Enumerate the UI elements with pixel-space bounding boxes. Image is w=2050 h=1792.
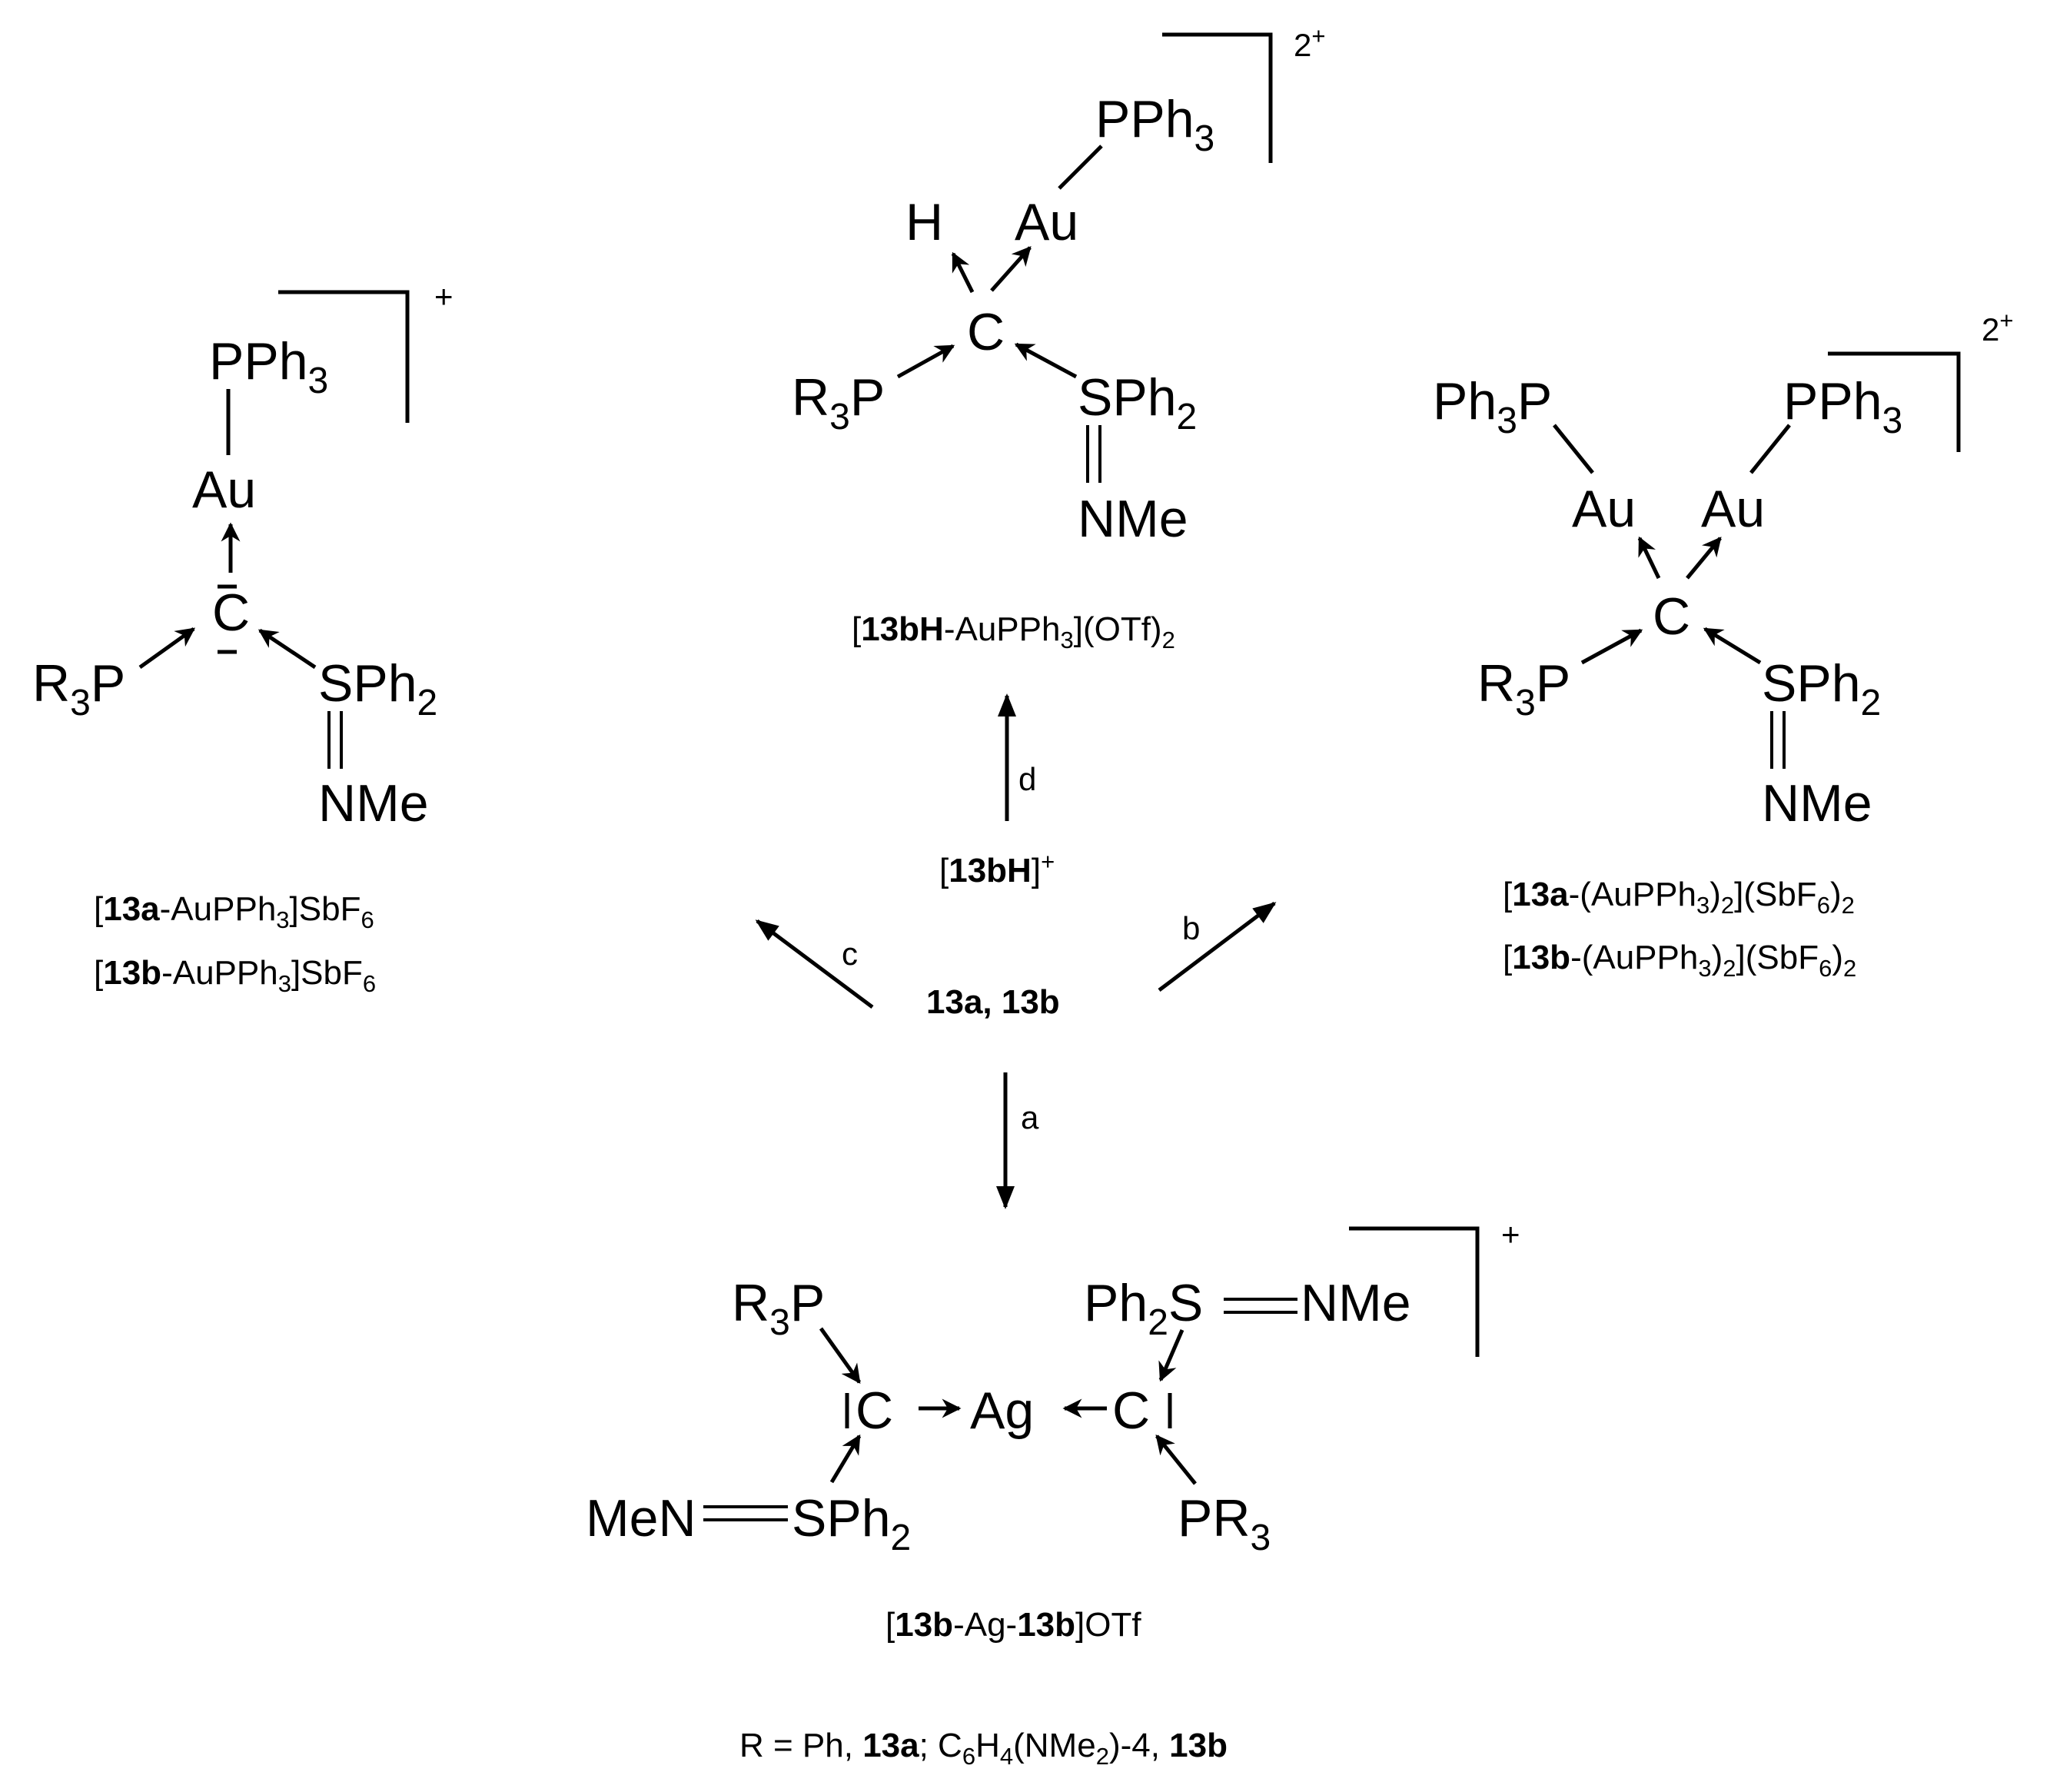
gold-atom: Au — [192, 460, 256, 519]
compound-13-bis-au-pph3: Ph3P PPh3 Au Au C R3P SPh2 NMe 2+ [13a-(… — [1433, 307, 2013, 982]
gold-atom: Au — [1015, 193, 1078, 251]
label-13b-au: [13b-AuPPh3]SbF6 — [94, 954, 376, 997]
label-13a-bis-au: [13a-(AuPPh3)2](SbF6)2 — [1503, 876, 1855, 919]
compound-13-au-pph3: PPh3 Au C R3P SPh2 NMe + [13a-AuPPh3]SbF… — [32, 278, 454, 997]
p-c-dative-arrow — [1580, 628, 1643, 665]
reaction-center: d [13bH]+ c b 13a, 13b a — [755, 693, 1277, 1209]
phosphine-group: R3P — [1477, 654, 1570, 723]
s-c-dative-arrow-left — [829, 1434, 862, 1484]
ylidic-carbon: C — [1653, 587, 1690, 646]
c-h-dative-arrow — [951, 251, 975, 294]
phosphine-group-bottom-right: PR3 — [1178, 1489, 1271, 1558]
label-13b-bis-au: [13b-(AuPPh3)2](SbF6)2 — [1503, 939, 1856, 982]
compound-13bh-au-pph3: PPh3 H Au C R3P SPh2 NMe 2+ [13bH-AuPPh3… — [792, 22, 1325, 653]
hydrogen-atom: H — [905, 193, 943, 251]
s-c-dative-arrow-right — [1158, 1329, 1184, 1382]
charge-plus: + — [434, 278, 454, 314]
p-c-dative-arrow-left — [819, 1327, 862, 1385]
silver-atom: Ag — [970, 1381, 1034, 1440]
c-au-dative-arrow-right — [1686, 537, 1722, 580]
gold-atom-right: Au — [1701, 480, 1765, 538]
p-au-bond-left — [1553, 424, 1594, 474]
sulfur-group: SPh2 — [318, 654, 437, 723]
ylidic-carbon: C — [967, 303, 1005, 361]
p-c-dative-arrow — [896, 344, 955, 379]
p-au-bond-right — [1749, 424, 1791, 474]
nme-group: NMe — [1078, 490, 1188, 548]
pph3-ligand: PPh3 — [209, 332, 328, 401]
step-label-c: c — [842, 936, 858, 972]
charge-bracket — [1828, 351, 1961, 452]
label-13bh-au: [13bH-AuPPh3](OTf)2 — [852, 610, 1175, 653]
s-c-dative-arrow — [257, 628, 317, 670]
footnote-r-definition: R = Ph, 13a; C6H4(NMe2)-4, 13b — [739, 1727, 1228, 1770]
p-au-bond — [1058, 145, 1103, 190]
sulfur-group-top-right: Ph2S — [1084, 1274, 1203, 1343]
intermediate-13bh: [13bH]+ — [939, 848, 1055, 889]
sulfur-group-bottom-left: SPh2 — [792, 1489, 911, 1558]
carbon-right: C — [1112, 1381, 1150, 1440]
reaction-arrow-c — [755, 919, 874, 1009]
s-c-dative-arrow — [1703, 627, 1762, 665]
charge-bracket — [278, 290, 410, 423]
c-au-dative-arrow-left — [1637, 536, 1661, 580]
reaction-arrow-b — [1158, 902, 1277, 992]
ph3p-ligand: Ph3P — [1433, 372, 1552, 441]
pph3-ligand: PPh3 — [1095, 90, 1214, 159]
starting-material-13a-13b: 13a, 13b — [926, 983, 1060, 1021]
step-label-a: a — [1021, 1099, 1039, 1135]
sulfur-group: SPh2 — [1762, 654, 1881, 723]
charge-bracket — [1162, 32, 1273, 163]
charge-2plus: 2+ — [1982, 307, 2013, 347]
p-c-dative-arrow — [138, 627, 196, 670]
label-13b-ag-13b: [13b-Ag-13b]OTf — [885, 1606, 1141, 1644]
pph3-ligand: PPh3 — [1783, 372, 1902, 441]
step-label-d: d — [1018, 761, 1036, 797]
carbon-left: C — [856, 1381, 893, 1440]
phosphine-group: R3P — [32, 654, 125, 723]
sulfur-group: SPh2 — [1078, 368, 1197, 437]
compound-13b-ag-13b: R3P Ph2S NMe C Ag C MeN SPh2 PR3 + [13b-… — [586, 1216, 1520, 1644]
ylidic-carbon: C — [212, 583, 250, 642]
phosphine-group: R3P — [792, 368, 885, 437]
phosphine-group-top-left: R3P — [732, 1274, 825, 1343]
c-au-dative-arrow — [990, 246, 1032, 292]
s-c-dative-arrow — [1014, 342, 1078, 379]
charge-2plus: 2+ — [1294, 22, 1325, 63]
nme-group-top: NMe — [1301, 1274, 1411, 1332]
step-label-b: b — [1182, 910, 1200, 946]
nme-group-bottom: MeN — [586, 1489, 696, 1548]
label-13a-au: [13a-AuPPh3]SbF6 — [94, 890, 374, 933]
nme-group: NMe — [1762, 774, 1872, 833]
nme-group: NMe — [318, 774, 429, 833]
charge-bracket — [1349, 1226, 1480, 1357]
p-c-dative-arrow-right — [1155, 1435, 1197, 1485]
gold-atom-left: Au — [1572, 480, 1636, 538]
charge-plus: + — [1501, 1216, 1520, 1252]
